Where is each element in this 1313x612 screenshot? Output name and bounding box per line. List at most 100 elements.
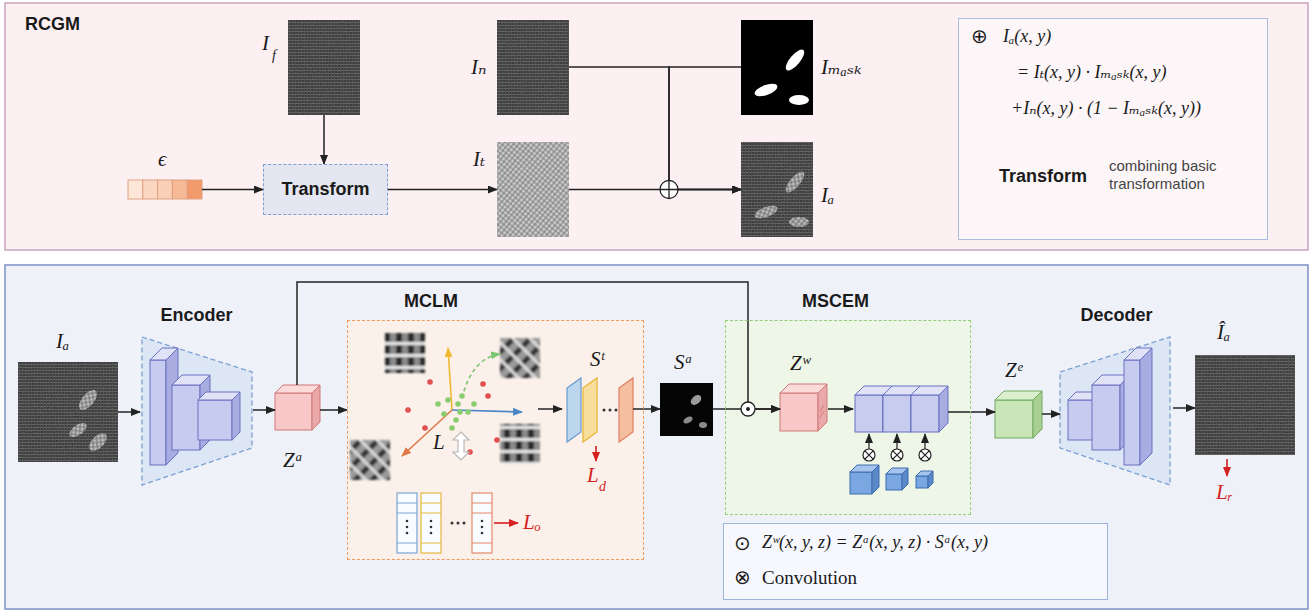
texture-image: Iₜ	[497, 142, 569, 237]
label-text: combining basic transformation	[1109, 157, 1217, 192]
anomaly-image: Iₐ	[741, 142, 813, 237]
text-slot: MSCEM	[802, 291, 869, 312]
connector	[323, 115, 325, 164]
label-text: Zʷ	[790, 351, 810, 375]
text-slot: = Iₜ(x, y) · Iₘₐₛₖ(x, y)	[1017, 63, 1166, 83]
text-slot: L	[433, 431, 445, 454]
label-text: ⊗	[734, 565, 751, 589]
label-text: d	[599, 479, 606, 494]
label-text: +Iₙ(x, y) · (1 − Iₘₐₛₖ(x, y))	[1011, 98, 1201, 118]
memory-bank: L	[397, 493, 492, 553]
text-slot: Transform	[264, 165, 387, 214]
text-slot: ⊙	[734, 532, 751, 554]
feature-cube: Zᵉ	[995, 391, 1042, 438]
label-text: ϵ	[158, 147, 166, 171]
label-text: Transform	[999, 166, 1087, 186]
feature-cube: Zʷ	[780, 384, 827, 431]
connector	[202, 189, 263, 191]
connector	[633, 408, 660, 410]
text-slot: ⊕	[971, 25, 988, 47]
text-slot: Zʷ(x, y, z) = Zᵃ(x, y, z) · Sᵃ(x, y)	[762, 533, 988, 553]
encoder-block: Encoder	[140, 335, 253, 485]
input-image: Iₐ	[18, 362, 118, 462]
text-slot: Iₐ	[56, 330, 69, 353]
connector	[118, 411, 140, 413]
module-box: MSCEMZʷ	[725, 320, 971, 515]
text-slot: RCGM	[25, 14, 80, 35]
decoder-block: Decoder	[1060, 335, 1173, 485]
text-slot: Lᵣ	[1216, 481, 1233, 504]
connector	[669, 67, 741, 190]
text-slot: Iₜ	[473, 148, 485, 171]
mask-image: Iₘₐₛₖ	[741, 20, 813, 115]
text-slot: Encoder	[140, 305, 253, 326]
text-slot: +Iₙ(x, y) · (1 − Iₘₐₛₖ(x, y))	[1011, 99, 1201, 119]
label-text: Zʷ(x, y, z) = Zᵃ(x, y, z) · Sᵃ(x, y)	[762, 532, 988, 552]
text-slot: L	[587, 464, 599, 487]
score-map: Sᵃ	[660, 383, 713, 436]
fabric-image: If	[288, 20, 360, 115]
text-slot: Zᵉ	[1005, 359, 1022, 382]
label-text: Iₜ	[473, 147, 485, 171]
text-slot: Lₒ	[523, 511, 541, 534]
connector	[388, 189, 497, 191]
text-slot: MCLM	[404, 291, 458, 312]
label-text: Iₐ(x, y)	[1003, 26, 1051, 46]
label-text: ⊕	[971, 24, 988, 48]
noise-vector: ϵ	[128, 180, 202, 199]
label-text: MCLM	[404, 291, 458, 311]
text-slot: I	[262, 32, 269, 55]
score-stack: Sᵗ	[565, 378, 633, 442]
label-text: Lₒ	[523, 510, 541, 534]
text-slot: Zʷ	[790, 352, 810, 375]
label-text: f	[272, 48, 276, 63]
feature-cube: Zᵃ	[275, 385, 320, 430]
text-slot: Iₐ(x, y)	[1003, 27, 1051, 47]
module-panel: RCGMIfϵTransformIₙIₜIₘₐₛₖIₐ⊕Iₐ(x, y)= Iₜ…	[5, 3, 1308, 250]
label-text: Lᵣ	[1216, 480, 1233, 504]
label-text: L	[587, 463, 599, 487]
label-text: ⊙	[734, 531, 751, 555]
text-slot: Îₐ	[1217, 321, 1230, 344]
label-text: = Iₜ(x, y) · Iₘₐₛₖ(x, y)	[1017, 62, 1166, 82]
label-text: Convolution	[762, 567, 857, 588]
formula-box: ⊙ Zʷ(x, y, z) = Zᵃ(x, y, z) · Sᵃ(x, y) ⊗ Co…	[723, 523, 1108, 600]
label-text: Zᵉ	[1005, 358, 1022, 382]
text-slot: d	[599, 477, 606, 495]
label-text: I	[262, 31, 269, 55]
text-slot: Decoder	[1060, 305, 1173, 326]
text-slot: Sᵃ	[674, 351, 693, 374]
text-slot: ⊗	[734, 566, 751, 588]
label-text: Iₙ	[471, 55, 487, 79]
label-text: Îₐ	[1217, 320, 1230, 344]
connector	[1173, 407, 1195, 409]
process-box: Transform	[263, 164, 388, 215]
connector	[320, 409, 347, 411]
label-text: L	[433, 430, 445, 454]
connector	[971, 411, 995, 413]
text-slot: Iₙ	[471, 56, 487, 79]
text-slot: Convolution	[762, 568, 857, 589]
text-slot: Transform	[999, 166, 1087, 187]
label-text: RCGM	[25, 14, 80, 34]
connector	[297, 282, 780, 409]
text-slot: Iₘₐₛₖ	[821, 56, 862, 79]
label-text: Decoder	[1080, 305, 1152, 325]
label-text: Encoder	[160, 305, 232, 325]
label-text: Sᵗ	[590, 347, 604, 371]
label-text: Zᵃ	[283, 448, 303, 472]
text-slot: combining basic transformation	[1109, 157, 1249, 193]
text-slot: f	[272, 46, 276, 64]
formula-box: ⊕ Iₐ(x, y) = Iₜ(x, y) · Iₘₐₛₖ(x, y) +Iₙ(x, …	[958, 18, 1268, 240]
fabric-image: Iₙ	[497, 20, 569, 115]
text-slot: Sᵗ	[590, 348, 604, 371]
label-text: MSCEM	[802, 291, 869, 311]
label-text: Iₐ	[821, 183, 834, 207]
connector	[569, 67, 741, 190]
text-slot: ϵ	[158, 148, 166, 171]
label-text: Iₐ	[56, 329, 69, 353]
module-box: MCLMSᵗL	[347, 320, 644, 560]
text-slot: Zᵃ	[283, 449, 303, 472]
